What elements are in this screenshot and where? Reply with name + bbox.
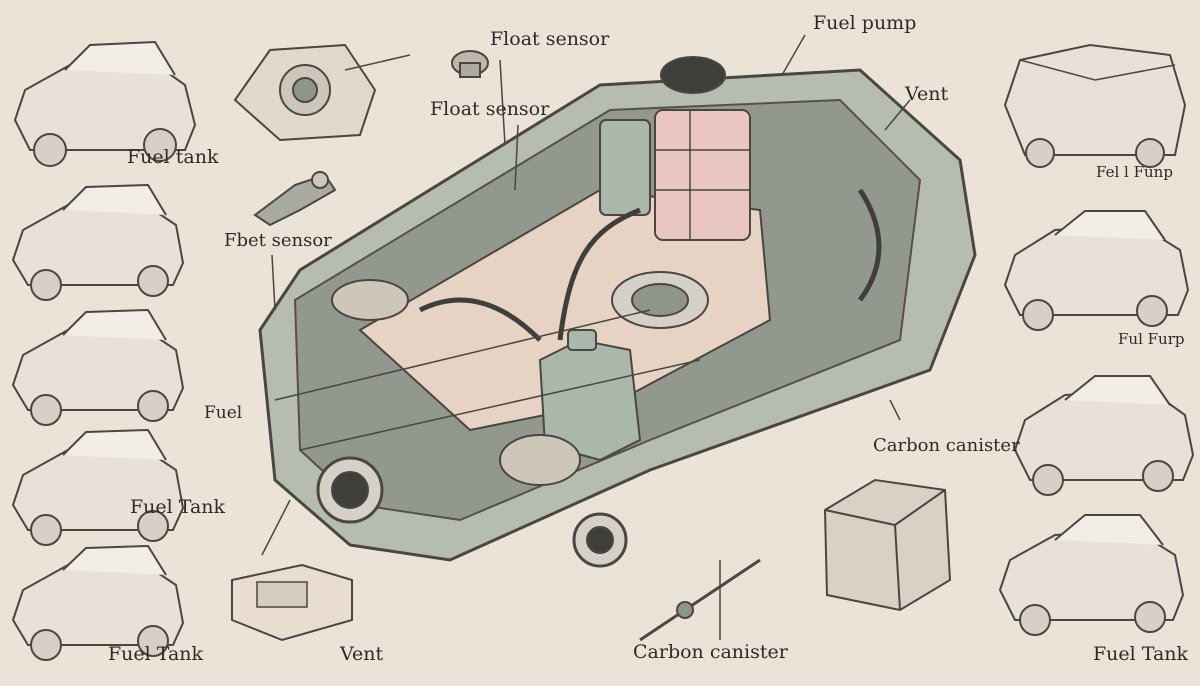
cap-icon-top bbox=[451, 50, 489, 78]
car-icon-left-1 bbox=[13, 40, 197, 167]
leader-lines bbox=[261, 34, 911, 640]
car-icon-right-4 bbox=[998, 514, 1185, 636]
label-vent-right: Vent bbox=[905, 83, 949, 105]
label-ful-furp: Ful Furp bbox=[1118, 330, 1185, 348]
car-icon-left-2 bbox=[11, 183, 185, 301]
label-carbon-canister-right: Carbon canister bbox=[873, 435, 1020, 456]
fuel-pump-icon-top-left bbox=[233, 43, 377, 142]
sensor-icon-rod bbox=[639, 558, 761, 642]
label-float-sensor-mid: Float sensor bbox=[430, 98, 550, 120]
sensor-icon-bottom bbox=[231, 563, 353, 642]
canister-icon-bottom bbox=[823, 478, 952, 612]
label-fuel-tank-left: Fuel tank bbox=[127, 146, 219, 168]
car-icon-right-3 bbox=[1013, 375, 1195, 496]
label-fuel-tank-bottom-right: Fuel Tank bbox=[1093, 643, 1189, 665]
label-fuel-tank-bottom-left: Fuel Tank bbox=[108, 643, 204, 665]
label-fuel-left: Fuel bbox=[204, 403, 243, 423]
label-vent-bottom: Vent bbox=[340, 643, 384, 665]
label-carbon-canister-bottom: Carbon canister bbox=[633, 641, 788, 663]
car-icon-right-2 bbox=[1003, 210, 1190, 331]
car-icon-left-5 bbox=[11, 544, 185, 661]
label-fuel-pump: Fuel pump bbox=[813, 12, 917, 34]
car-icon-left-4 bbox=[11, 428, 185, 546]
fuel-tank-main bbox=[258, 56, 977, 568]
label-fel-funp: Fel l Funp bbox=[1096, 163, 1173, 181]
label-fuel-tank-left2: Fuel Tank bbox=[130, 496, 226, 518]
label-float-sensor-top: Float sensor bbox=[490, 28, 610, 50]
car-icon-left-3 bbox=[11, 308, 185, 426]
label-fbet-sensor: Fbet sensor bbox=[224, 230, 332, 251]
car-icon-right-1 bbox=[1003, 43, 1187, 168]
sensor-icon-left bbox=[253, 171, 337, 227]
